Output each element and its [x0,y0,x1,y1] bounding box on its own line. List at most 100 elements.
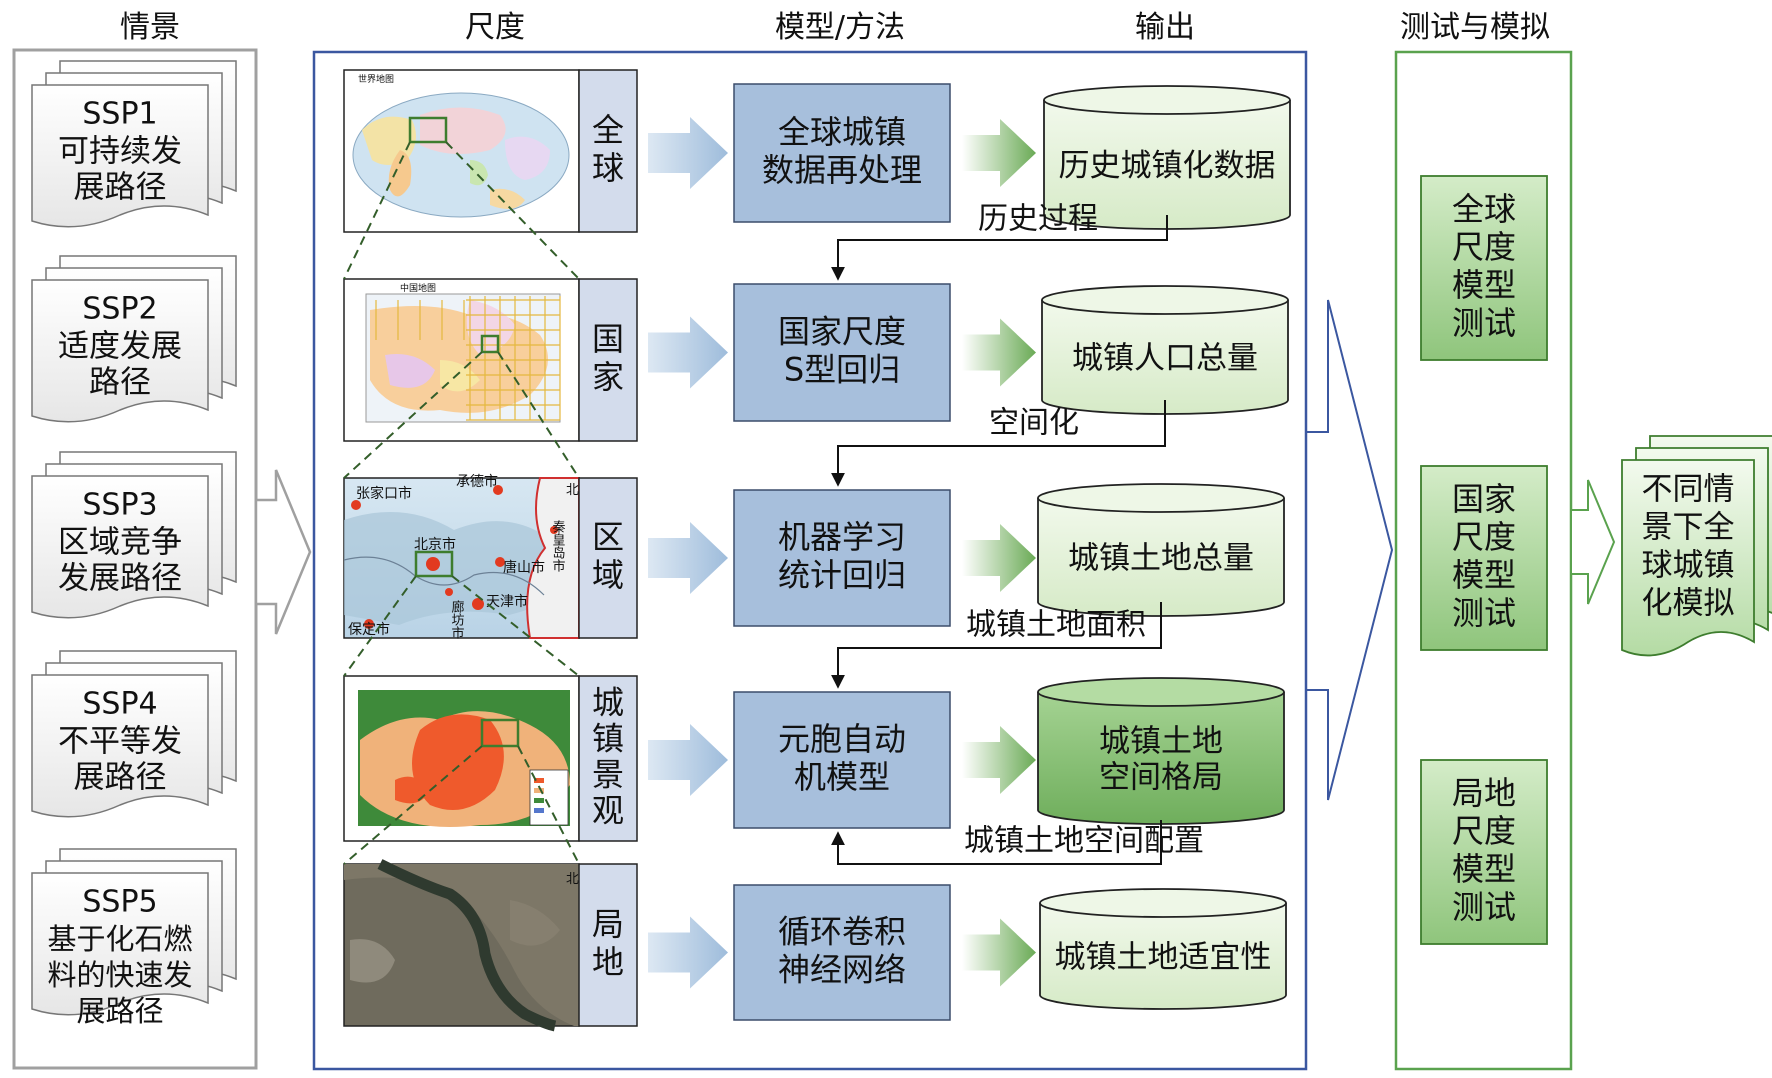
map-china: 中国地图 [343,278,580,442]
place-zhangjiakou: 张家口市 [356,485,412,502]
scale-to-model-arrow-1 [648,117,728,189]
scale-label-4-line-0: 城 [592,684,624,722]
north-label-local: 北 [566,872,579,887]
scenario-code-4: SSP4 [82,687,157,722]
scale-label-2-line-0: 国 [592,320,624,358]
scale-tab-3: 区域 [578,477,638,639]
scale-tab-1: 全球 [578,69,638,233]
scenario-to-scale-arrow [254,469,312,635]
model-to-output-arrow-2 [962,318,1036,387]
scenario-desc-2-line-1: 路径 [89,365,151,401]
map-local: 北 [343,859,580,1032]
flow-label-4: 城镇土地空间配置 [964,824,1204,859]
model-text-2-line-1: S型回归 [784,351,900,389]
scale-to-model-arrow-3 [648,522,728,594]
test-text-1-line-1: 尺度 [1452,228,1516,266]
scenario-code-5: SSP5 [82,885,157,920]
header-scale: 尺度 [465,10,525,45]
scenario-desc-3-line-1: 发展路径 [58,561,182,597]
final-output-text-line-3: 化模拟 [1642,586,1735,622]
scenario-code-2: SSP2 [82,292,157,327]
map-zoom-connectors [343,141,580,865]
place-tianjin: 天津市 [486,593,528,610]
flow-1: 历史过程 [831,202,1168,281]
map-global-focus-box [408,116,448,144]
output-cylinder-5: 城镇土地适宜性 [1039,888,1287,1010]
scale-label-4-line-3: 观 [592,792,624,830]
scale-label-1-line-1: 球 [592,149,624,187]
flow-4: 城镇土地空间配置 [831,820,1204,865]
test-text-2-line-0: 国家 [1452,480,1516,518]
final-output-text-line-0: 不同情 [1642,472,1735,508]
final-output-text-line-1: 景下全 [1642,510,1735,546]
map-global-title: 世界地图 [358,73,394,85]
model-text-2-line-0: 国家尺度 [778,313,906,351]
output-text-5-line-0: 城镇土地适宜性 [1055,940,1272,976]
header-output: 输出 [1135,10,1195,45]
model-to-output-arrow-1 [962,119,1036,187]
map-urban [343,675,580,842]
north-label-region: 北 [566,483,579,498]
test-text-3-line-1: 尺度 [1452,812,1516,850]
output-text-4-line-0: 城镇土地 [1099,724,1223,760]
model-to-output-arrow-5 [962,918,1036,987]
test-text-1-line-3: 测试 [1452,304,1516,342]
place-qinhuangdao: 秦皇岛市 [550,520,566,572]
model-text-1-line-0: 全球城镇 [778,113,906,151]
test-text-2-line-3: 测试 [1452,594,1516,632]
row-1: 全球城镇数据再处理历史城镇化数据 [648,83,1291,230]
test-brackets [1306,299,1394,801]
output-text-4-line-1: 空间格局 [1099,760,1223,796]
scale-label-4-line-1: 镇 [592,720,624,758]
scale-tab-5: 局地 [578,863,638,1027]
test-text-3-line-3: 测试 [1452,888,1516,926]
map-region: 张家口市 承德市 北京市 唐山市 秦皇岛市 天津市 廊坊市 保定市 北 [343,473,580,639]
model-to-output-arrow-3 [962,524,1036,592]
model-to-output-arrow-4 [962,726,1036,794]
row-3: 机器学习统计回归城镇土地总量 [648,483,1285,627]
flow-label-1: 历史过程 [978,202,1098,237]
output-text-3-line-0: 城镇土地总量 [1068,541,1254,577]
place-baoding: 保定市 [348,621,390,638]
output-cylinder-1: 历史城镇化数据 [1043,85,1291,230]
flow-2: 空间化 [831,400,1166,487]
test-to-output-arrow [1570,479,1616,605]
output-cylinder-3: 城镇土地总量 [1037,483,1285,617]
scale-label-4-line-2: 景 [592,756,624,794]
scenario-desc-4-line-0: 不平等发 [58,724,182,760]
model-text-1-line-1: 数据再处理 [762,151,922,189]
scenario-desc-1-line-0: 可持续发 [58,134,182,170]
scale-label-5-line-0: 局 [592,905,624,943]
scenario-desc-2-line-0: 适度发展 [58,329,182,365]
flow-label-3: 城镇土地面积 [966,608,1146,643]
place-langfang: 廊坊市 [449,599,465,639]
header-model: 模型/方法 [775,10,905,45]
scenario-desc-5-line-1: 料的快速发 [47,958,192,992]
model-text-5-line-1: 神经网络 [778,951,906,989]
final-output-text-line-2: 球城镇 [1642,548,1735,584]
model-text-4-line-0: 元胞自动 [778,720,906,758]
test-text-3-line-2: 模型 [1452,850,1516,888]
scenario-code-3: SSP3 [82,488,157,523]
header-test: 测试与模拟 [1400,10,1550,45]
header-scenario: 情景 [120,10,180,45]
scale-tab-2: 国家 [578,278,638,442]
pipeline-rows: 全球城镇数据再处理历史城镇化数据国家尺度S型回归城镇人口总量机器学习统计回归城镇… [648,83,1291,1021]
